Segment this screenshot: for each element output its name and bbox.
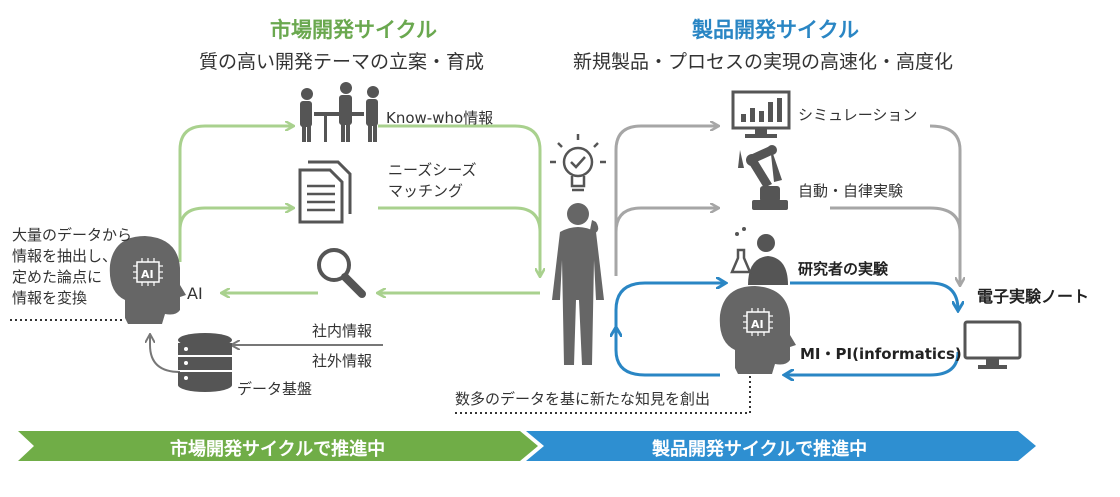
product-arrows	[614, 126, 960, 285]
market-cycle-title: 市場開発サイクル	[270, 18, 437, 42]
eln-label: 電子実験ノート	[977, 287, 1090, 306]
people-meeting-icon	[300, 82, 379, 142]
database-icon	[178, 333, 232, 392]
svg-text:AI: AI	[751, 318, 764, 331]
researcher-experiment-label: 研究者の実験	[798, 260, 889, 278]
lightbulb-icon	[550, 134, 606, 192]
auto-experiment-label: 自動・自律実験	[798, 182, 904, 200]
external-info-label: 社外情報	[312, 352, 373, 370]
knowledge-note: 数多のデータを基に新たな知見を創出	[455, 390, 711, 408]
product-blue-arrows	[616, 283, 958, 375]
simulation-label: シミュレーション	[798, 106, 918, 124]
data-base-label: データ基盤	[237, 380, 313, 398]
ai-label: AI	[187, 284, 203, 303]
search-icon	[317, 248, 366, 298]
data-arrows	[150, 335, 383, 373]
market-arrows	[178, 126, 540, 293]
banner-right-text: 製品開発サイクルで推進中	[652, 439, 868, 460]
robot-arm-icon	[738, 145, 788, 210]
product-cycle-subtitle: 新規製品・プロセスの実現の高速化・高度化	[573, 51, 954, 73]
market-cycle-subtitle: 質の高い開発テーマの立案・育成	[199, 51, 485, 73]
ai-head-icon-right: AI	[719, 286, 796, 374]
eln-monitor-icon	[963, 320, 1022, 369]
svg-text:AI: AI	[141, 268, 154, 281]
mi-pi-label: MI・PI(informatics)	[800, 345, 962, 363]
product-cycle-title: 製品開発サイクル	[692, 18, 859, 42]
document-icon	[298, 160, 352, 224]
ai-note: 大量のデータから 情報を抽出し、 定めた論点に 情報を変換	[12, 226, 133, 307]
thinking-person-icon	[552, 203, 604, 365]
internal-info-label: 社内情報	[312, 322, 373, 340]
ai-head-icon-left: AI	[109, 236, 186, 324]
know-who-label: Know-who情報	[386, 109, 494, 127]
bottom-banner	[18, 431, 1036, 461]
simulation-monitor-icon	[731, 90, 791, 138]
banner-left-text: 市場開発サイクルで推進中	[170, 439, 386, 460]
researcher-icon	[730, 227, 788, 285]
needs-seeds-label: ニーズシーズ マッチング	[388, 161, 477, 200]
callout-lines	[10, 319, 751, 414]
